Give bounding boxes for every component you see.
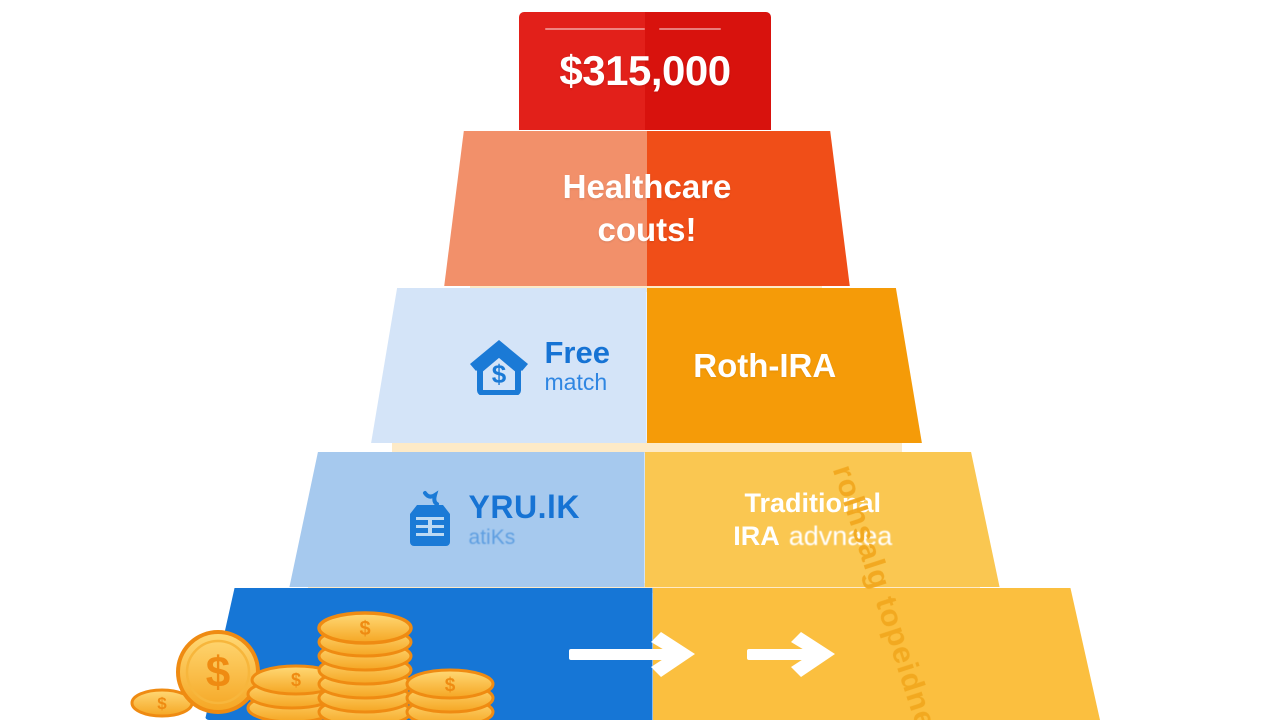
tier-2-line2: couts!: [597, 210, 697, 248]
tier-4-shape: [288, 452, 1001, 587]
pyramid-tier-healthcare[interactable]: Healthcare couts!: [443, 131, 851, 286]
tier-2-left-half: [444, 131, 647, 286]
tier-4-left-sub: atiKs: [468, 526, 516, 549]
tier-1-left-half: [519, 12, 645, 130]
tier-2-line1: Healthcare: [562, 168, 732, 206]
artifact-streak: [545, 28, 645, 30]
tier-3-right-label: Roth-IRA: [693, 346, 837, 384]
tier-3-free-text: Free match: [545, 337, 610, 394]
tier-ledge-3: [392, 441, 902, 453]
tier-4-right-line1: Traditional: [744, 488, 882, 519]
svg-text:$: $: [157, 694, 167, 713]
tier-4-right-advantage: advnaea: [788, 520, 893, 551]
flow-arrows: [205, 588, 1100, 720]
svg-text:$: $: [206, 648, 230, 697]
tier-4-right-ira: IRA: [733, 520, 780, 551]
money-bag-icon: [409, 489, 450, 546]
house-dollar-icon: $: [469, 339, 528, 395]
arrow-right-icon: [746, 632, 835, 677]
pyramid-tier-amount[interactable]: $315,000: [519, 12, 771, 130]
svg-text:$: $: [291, 670, 301, 690]
tier-4-left-main: YRU.lK: [468, 489, 580, 525]
tier-4-left-text: YRU.lK atiKs: [469, 491, 580, 548]
tier-base-right-half: [652, 588, 1100, 720]
arrow-right-icon: [568, 632, 695, 677]
tier-4-right-half: [644, 452, 1000, 587]
tier-2-shape: [443, 131, 851, 286]
tier-4-right-content: Traditional IRA advnaea: [645, 452, 1002, 587]
tier-3-right-half: [646, 288, 922, 443]
tier-1-shape: [519, 12, 771, 130]
tier-3-shape: [370, 288, 923, 443]
svg-text:$: $: [445, 675, 456, 696]
pyramid-tier-roth-ira[interactable]: $ Free match Roth-IRA: [370, 288, 923, 443]
tier-3-free-label: Free: [544, 335, 610, 370]
tier-3-left-content: $ Free match: [370, 288, 647, 443]
tier-3-match-label: match: [544, 369, 608, 395]
tier-2-label: Healthcare couts!: [443, 131, 851, 286]
total-amount-value: $315,000: [559, 47, 731, 94]
pyramid-tier-traditional-ira[interactable]: YRU.lK atiKs Traditional IRA advnaea: [288, 452, 1001, 587]
coin-stacks-icon: $ $ $ $ $: [130, 611, 495, 720]
svg-text:$: $: [359, 618, 370, 640]
artifact-streak: [659, 28, 721, 30]
svg-text:$: $: [491, 359, 506, 389]
tier-4-right-line2: IRA advnaea: [733, 520, 892, 552]
tier-4-left-content: YRU.lK atiKs: [288, 452, 645, 587]
tier-2-right-half: [647, 131, 850, 286]
tier-4-left-half: [289, 452, 645, 587]
tier-1-right-half: [645, 12, 771, 130]
